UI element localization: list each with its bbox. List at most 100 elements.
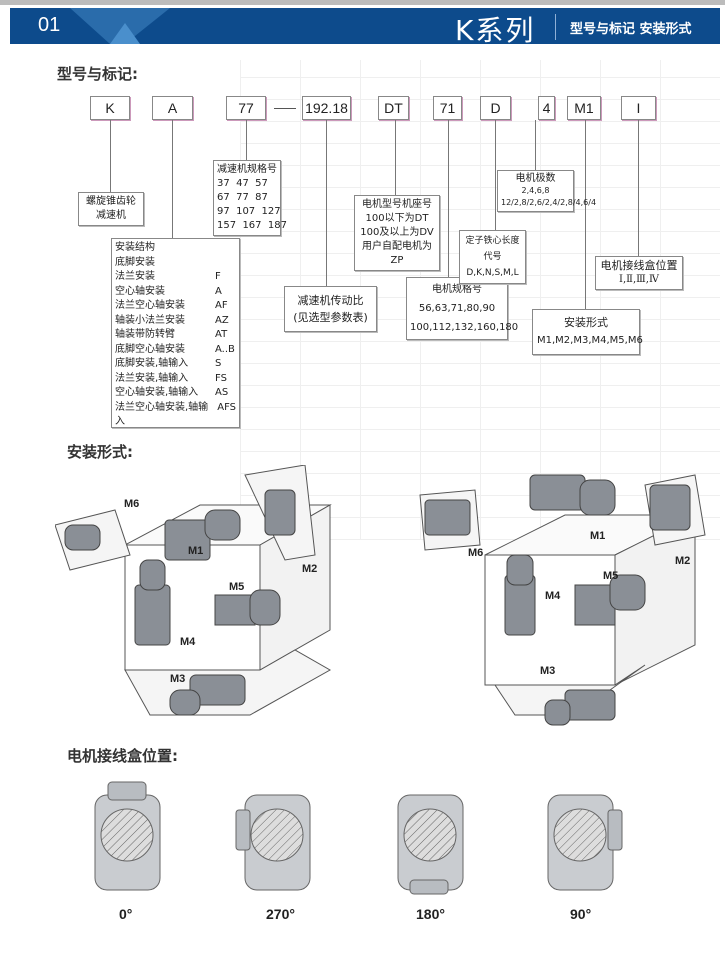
mounting-code: AZ [215,314,229,326]
angle-180: 180° [416,906,445,922]
mounting-label: 空心轴安装,轴输入 [115,387,199,398]
mounting-code: AF [215,300,228,311]
section-subtitle: 型号与标记 安装形式 [570,22,692,37]
terminal-box-line: Ⅰ,Ⅱ,Ⅲ,Ⅳ [619,274,659,285]
ratio-box: 减速机传动比 (见选型参数表) [284,286,377,332]
label-left-m1: M1 [188,545,204,557]
motor-frame-line: 用户自配电机为ZP [362,241,432,266]
mounting-code: A [215,285,222,297]
reducer-type-box: 螺旋锥齿轮 减速机 [78,192,144,226]
code-stator: D [480,96,511,120]
stator-line: D,K,N,S,M,L [466,268,519,278]
motor-frame-line: 100以下为DT [365,213,429,224]
label-left-m4: M4 [180,636,196,648]
stator-box: 定子铁心长度代号 D,K,N,S,M,L [459,230,526,284]
mounting-position-line: M1,M2,M3,M4,M5,M6 [537,335,643,346]
angle-0: 0° [119,906,133,922]
page-number: 01 [38,14,61,36]
size-row: 67 77 87 [217,192,268,203]
mounting-label: 法兰安装,轴输入 [115,372,189,384]
size-row: 97 107 127 [217,206,281,217]
ratio-line: 减速机传动比 [297,294,364,307]
reducer-type-line: 螺旋锥齿轮 [86,196,136,207]
motor-size-line: 100,112,132,160,180 [410,322,519,333]
series-title: K系列 [455,14,536,44]
connector [535,120,536,170]
connector [326,120,327,286]
mounting-position-line: 安装形式 [564,316,608,329]
motor-frame-line: 电机型号机座号 [362,199,432,210]
mounting-code: AS [215,387,229,398]
mounting-code: S [215,358,222,369]
mounting-label: 空心轴安装 [115,285,165,297]
ratio-line: (见选型参数表) [293,311,368,324]
connector [585,120,586,309]
connector [172,120,173,238]
code-poles: 4 [538,96,555,120]
label-right-m1: M1 [590,530,606,542]
model-heading: 型号与标记: [57,65,138,83]
connector [495,120,496,230]
mounting-code: A..B [215,343,235,355]
angle-90: 90° [570,906,592,922]
dash [274,108,296,109]
mounting-structure-row: 空心轴安装 A [115,285,236,300]
code-k: K [90,96,130,120]
connector [246,120,247,160]
poles-box: 电机极数 2,4,6,8 12/2,8/2,6/2,4/2,8/4,6/4 [497,170,597,212]
gearbox-180deg-icon [397,794,464,895]
mounting-structure-title: 安装结构 [115,242,155,253]
title-separator [555,14,556,40]
connector [638,120,639,256]
stator-line: 定子铁心长度代号 [465,236,520,262]
reducer-type-line: 减速机 [96,210,126,221]
code-motor-size: 71 [433,96,462,120]
mounting-label: 法兰安装 [115,271,155,282]
size-title: 减速机规格号 [217,164,277,175]
mounting-structure-row: 底脚空心轴安装 A..B [115,343,236,358]
gearbox-0deg-icon [94,781,161,891]
banner-decoration-icon [70,8,170,44]
mounting-structure-row: 底脚安装 [115,256,236,271]
mounting-label: 法兰空心轴安装,轴输入 [115,401,209,428]
gear-motor-icon [64,474,691,726]
mounting-label: 底脚空心轴安装 [115,343,185,355]
mounting-heading: 安装形式: [67,443,133,461]
mounting-label: 法兰空心轴安装 [115,300,185,311]
mounting-code: F [215,271,221,282]
size-box: 减速机规格号 37 47 57 67 77 87 97 107 127 157 … [213,160,287,236]
poles-line: 电机极数 [515,173,556,184]
mounting-code: AT [215,329,228,340]
code-mounting: M1 [567,96,601,120]
poles-line: 12/2,8/2,6/2,4/2,8/4,6/4 [501,198,597,207]
mounting-structure-row: 轴装小法兰安装 AZ [115,314,236,329]
mounting-structure-row: 法兰安装 F [115,270,236,285]
label-right-m5: M5 [603,570,619,582]
angle-270: 270° [266,906,295,922]
gearbox-270deg-icon [235,794,311,891]
code-size: 77 [226,96,266,120]
size-row: 37 47 57 [217,178,268,189]
terminal-box-box: 电机接线盒位置 Ⅰ,Ⅱ,Ⅲ,Ⅳ [595,256,683,290]
mounting-position-box: 安装形式 M1,M2,M3,M4,M5,M6 [532,309,643,355]
mounting-diagram [55,465,706,726]
motor-size-line: 电机规格号 [432,284,482,295]
motor-size-box: 电机规格号 56,63,71,80,90 100,112,132,160,180 [406,277,519,340]
size-row: 157 167 187 [217,220,287,231]
mounting-label: 轴装小法兰安装 [115,314,185,326]
mounting-structure-row: 法兰空心轴安装 AF [115,299,236,314]
mounting-code: FS [215,372,227,384]
mounting-label: 底脚安装 [115,256,155,268]
code-terminal: I [621,96,656,120]
code-motor-frame: DT [378,96,409,120]
mounting-structure-row: 空心轴安装,轴输入 AS [115,386,236,401]
label-right-m2: M2 [675,555,691,567]
terminal-position-drawings [94,781,623,895]
label-left-m6: M6 [124,498,140,510]
code-a: A [152,96,193,120]
top-rule [0,0,725,5]
motor-frame-box: 电机型号机座号 100以下为DT 100及以上为DV 用户自配电机为ZP [354,195,440,271]
